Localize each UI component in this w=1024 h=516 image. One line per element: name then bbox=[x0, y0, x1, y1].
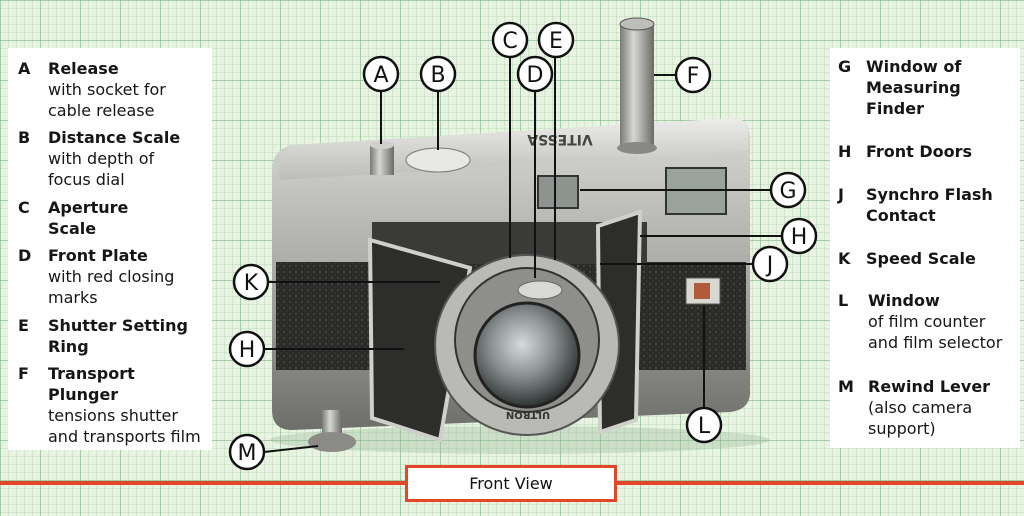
svg-text:H: H bbox=[791, 225, 808, 250]
release-button bbox=[370, 141, 394, 175]
front-door-left bbox=[367, 237, 473, 443]
legend-desc: support) bbox=[868, 419, 936, 438]
film-counter-indicator bbox=[694, 283, 710, 299]
svg-text:M: M bbox=[238, 441, 257, 466]
svg-text:E: E bbox=[549, 29, 563, 54]
leader-lines bbox=[263, 57, 782, 453]
svg-text:F: F bbox=[687, 64, 700, 89]
legend-term: Speed Scale bbox=[866, 249, 976, 268]
legend-desc: with depth of bbox=[48, 149, 155, 168]
callout-b: B bbox=[419, 55, 457, 93]
svg-text:A: A bbox=[373, 63, 388, 88]
callout-a: A bbox=[362, 55, 400, 93]
svg-text:L: L bbox=[698, 414, 711, 439]
camera-shadow bbox=[270, 426, 770, 454]
legend-term: Rewind Lever bbox=[868, 377, 991, 396]
legend-desc: marks bbox=[48, 288, 98, 307]
legend-desc: of film counter bbox=[868, 312, 986, 331]
legend-term: Measuring bbox=[866, 78, 961, 97]
callout-j: J bbox=[751, 245, 789, 283]
callout-c: C bbox=[491, 21, 529, 59]
legend-term: Plunger bbox=[48, 385, 119, 404]
legend-term: Contact bbox=[866, 206, 936, 225]
legend-desc: with socket for bbox=[48, 80, 166, 99]
callout-k: K bbox=[232, 263, 270, 301]
legend-term: Transport bbox=[48, 364, 135, 383]
legend-term: Aperture bbox=[48, 198, 129, 217]
legend-term: Ring bbox=[48, 337, 89, 356]
legend-term: Window bbox=[868, 291, 940, 310]
legend-term: Window of bbox=[866, 57, 962, 76]
right-legend-panel bbox=[830, 48, 1020, 448]
lens-assembly bbox=[434, 254, 620, 436]
legend-desc: (also camera bbox=[868, 398, 973, 417]
legend-term: Synchro Flash bbox=[866, 185, 993, 204]
legend-term: Scale bbox=[48, 219, 97, 238]
svg-text:K: K bbox=[244, 271, 259, 296]
legend-term: Finder bbox=[866, 99, 924, 118]
legend-desc: tensions shutter bbox=[48, 406, 178, 425]
rewind-lever bbox=[308, 410, 356, 452]
legend-desc: with red closing bbox=[48, 267, 175, 286]
callout-f: F bbox=[674, 56, 712, 94]
callout-markers: A B C D E F G H J K H L M bbox=[228, 21, 818, 471]
legend-term: Distance Scale bbox=[48, 128, 181, 147]
legend-term: Front Plate bbox=[48, 246, 148, 265]
callout-l: L bbox=[685, 406, 723, 444]
legend-term: Front Doors bbox=[866, 142, 973, 161]
callout-m: M bbox=[228, 433, 266, 471]
brand-mark: VITESSA bbox=[527, 131, 593, 147]
svg-text:G: G bbox=[779, 179, 796, 204]
svg-text:D: D bbox=[527, 63, 544, 88]
legend-term: Release bbox=[48, 59, 119, 78]
callout-h-right: H bbox=[780, 217, 818, 255]
lens-mark: ULTRON bbox=[506, 409, 550, 420]
callout-g: G bbox=[769, 171, 807, 209]
caption-text: Front View bbox=[469, 474, 553, 493]
legend-desc: and transports film bbox=[48, 427, 201, 446]
svg-text:J: J bbox=[765, 253, 774, 278]
legend-desc: cable release bbox=[48, 101, 155, 120]
finder-window-small bbox=[537, 175, 579, 209]
svg-text:H: H bbox=[239, 338, 256, 363]
distance-scale-dial bbox=[405, 147, 471, 173]
callout-h-left: H bbox=[228, 330, 266, 368]
legend-desc: focus dial bbox=[48, 170, 125, 189]
callout-e: E bbox=[537, 21, 575, 59]
legend-desc: and film selector bbox=[868, 333, 1003, 352]
callout-d: D bbox=[516, 55, 554, 93]
legend-term: Shutter Setting bbox=[48, 316, 188, 335]
caption-box: Front View bbox=[405, 465, 617, 502]
transport-plunger bbox=[617, 17, 657, 154]
svg-text:B: B bbox=[430, 63, 445, 88]
svg-text:C: C bbox=[502, 29, 517, 54]
left-legend-panel bbox=[8, 48, 212, 450]
